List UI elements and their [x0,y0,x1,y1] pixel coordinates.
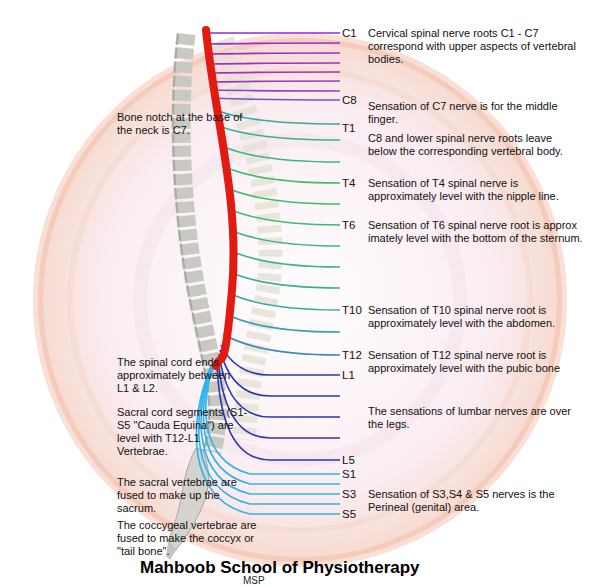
level-name: S3 [342,488,372,501]
note: Sacral cord segments (S1-S5 "Cauda Equin… [117,406,249,458]
nerve-root [223,334,340,355]
level-name: T4 [342,177,372,190]
nerve-root [206,32,340,34]
level-name: T12 [342,349,372,362]
note: The coccygeal vertebrae are fused to mak… [117,519,257,558]
note: The sensations of lumbar nerves are over… [368,405,578,431]
level-name: L1 [342,369,372,382]
cervical-nerves [206,33,340,100]
note: Bone notch at the base of the neck is C7… [117,111,257,137]
nerve-root [231,251,340,267]
level-name: S1 [342,468,372,481]
diagram-title: Mahboob School of Physiotherapy [140,558,420,578]
nerve-root [211,72,340,73]
nerve-root [218,358,340,438]
nerve-root [225,167,340,183]
nerve-root [212,81,340,82]
note: The spinal cord ends approximately betwe… [117,356,237,395]
note: Sensation of C7 nerve is for the middle … [368,100,578,126]
nerve-root [229,293,340,310]
nerve-root [226,314,340,332]
nerve-root [221,345,340,375]
nerve-root [209,53,340,54]
note: The sacral vertebrae are fused to make u… [117,476,249,515]
lumbar-nerves [217,345,340,460]
nerve-root [230,230,340,246]
nerve-root [213,90,340,91]
level-name: T6 [342,219,372,232]
level-name: L5 [342,454,372,467]
level-name: C8 [342,94,372,107]
note: Sensation of T6 spinal nerve root is app… [368,219,583,245]
nerve-root [219,126,340,140]
level-name: C1 [342,27,372,40]
level-name: T10 [342,304,372,317]
note: Sensation of T4 spinal nerve is approxim… [368,177,578,203]
nerve-root [208,43,340,44]
level-name: T1 [342,122,372,135]
nerve-root [214,98,340,100]
nerve-root [222,146,340,162]
note: Sensation of T10 spinal nerve root is ap… [368,304,593,330]
spinal-cord [206,30,234,366]
nerve-root [210,63,340,64]
nerve-root [230,272,340,288]
nerve-root [227,188,340,204]
note: Cervical spinal nerve roots C1 - C7 corr… [368,27,590,66]
note: C8 and lower spinal nerve roots leave be… [368,132,583,158]
background-ring [38,38,562,562]
watermark: MSP [243,574,283,587]
level-name: S5 [342,508,372,521]
note: Sensation of S3,S4 & S5 nerves is the Pe… [368,488,583,514]
nerve-root [229,209,340,225]
nerve-root [220,350,340,396]
note: Sensation of T12 spinal nerve root is ap… [368,349,583,375]
